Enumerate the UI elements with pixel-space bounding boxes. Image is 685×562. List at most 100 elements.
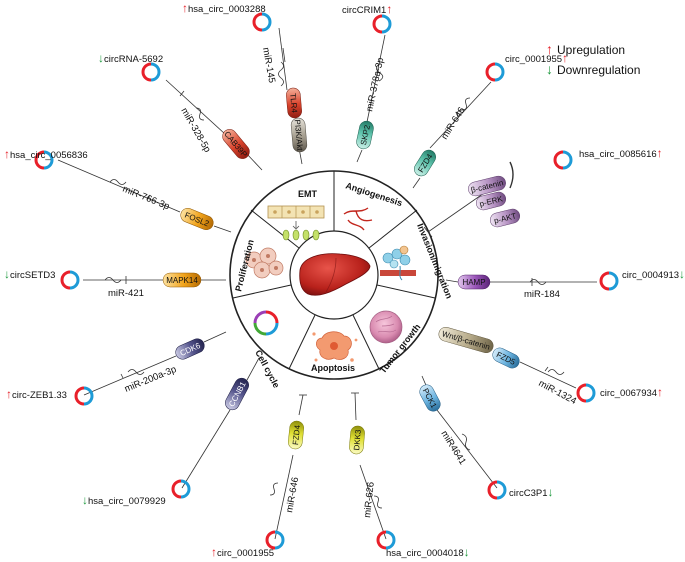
pill-pck1: PCK1: [419, 384, 441, 412]
liver-icon: [299, 253, 371, 296]
up-arrow-icon: ↑: [657, 146, 663, 160]
mirna-label: miR-421: [108, 288, 144, 299]
tumor-icon: [369, 310, 403, 344]
pill-cab39p: CAB39P: [222, 129, 250, 159]
circrna-label: ↑hsa_circ_0003288: [182, 1, 266, 15]
pill-mapk14: MAPK14: [162, 272, 202, 288]
circrna-ring-icon: [487, 480, 507, 500]
down-arrow-icon: ↓: [548, 485, 554, 499]
section-label-apoptosis: Apoptosis: [311, 363, 355, 373]
svg-text:TLR4: TLR4: [288, 93, 299, 114]
up-arrow-icon: ↑: [182, 1, 188, 15]
mirna-label: miR-184: [524, 289, 560, 300]
mirna-label: miR-766-3p: [121, 184, 171, 213]
circrna-labels: ↑hsa_circ_0003288 circCRIM1↑ circ_000195…: [4, 1, 685, 559]
svg-text:HAMP: HAMP: [462, 278, 485, 287]
pill-fosl2: FOSL2: [180, 208, 214, 230]
pill-wnt-beta-catenin: Wnt/β-catenin: [438, 326, 494, 354]
up-arrow-icon: ↑: [6, 387, 12, 401]
mirna-label: miR-200a-3p: [123, 364, 178, 395]
mirna-label: miR-626: [362, 481, 377, 518]
down-arrow-icon: ↓: [464, 545, 470, 559]
circrna-ring-icon: [576, 383, 596, 403]
circrna-label: circCRIM1↑: [342, 2, 392, 16]
pill-p-erk: p-ERK: [475, 191, 507, 211]
circrna-ring-icon: [265, 530, 285, 550]
legend: ↑Upregulation ↓Downregulation: [546, 41, 640, 77]
legend-downregulation: ↓Downregulation: [546, 61, 640, 77]
circrna-label: circ_0001955↑: [505, 51, 568, 65]
up-arrow-icon: ↑: [4, 147, 10, 161]
circrna-label: circ_0004913↓: [622, 267, 685, 281]
up-arrow-icon: ↑: [211, 545, 217, 559]
circrna-ring-icon: [74, 386, 94, 406]
pill-pi3k-akt: PI3K/Akt: [290, 117, 308, 153]
circrna-ring-icon: [60, 270, 80, 290]
svg-text:SKP2: SKP2: [359, 124, 372, 146]
emt-cells-icon: [267, 205, 325, 241]
legend-upregulation: ↑Upregulation: [546, 41, 625, 57]
circrna-ring-icon: [376, 530, 396, 550]
pill-fzd4-bottom: FZD4: [288, 420, 304, 450]
cell-cycle-icon: [253, 310, 279, 336]
up-arrow-icon: ↑: [546, 41, 553, 57]
mirna-label: miR-646: [439, 105, 467, 141]
circrna-ring-icon: [372, 14, 392, 34]
sector-dividers: [232, 171, 436, 370]
pill-p-akt: p-AKT: [489, 208, 521, 228]
pill-ccnb1: CCNB1: [225, 377, 249, 411]
circrna-ring-icon: [599, 271, 619, 291]
pill-skp2: SKP2: [356, 120, 374, 150]
down-arrow-icon: ↓: [4, 267, 10, 281]
svg-text:PI3K/Akt: PI3K/Akt: [293, 119, 305, 152]
pill-tlr4: TLR4: [286, 87, 302, 119]
pill-beta-catenin: β-catenin: [468, 175, 506, 197]
circrna-label: ↑circ_0001955: [211, 545, 274, 559]
up-arrow-icon: ↑: [386, 2, 392, 16]
down-arrow-icon: ↓: [546, 61, 553, 77]
circrna-label: circ_0067934↑: [600, 385, 663, 399]
circrna-ring-icon: [553, 150, 573, 170]
pill-fzd5: FZD5: [492, 347, 520, 369]
blood-vessel-icon: [343, 207, 373, 231]
circrna-label: ↓circRNA-5692: [98, 51, 163, 65]
circrna-ring-icon: [34, 150, 54, 170]
down-arrow-icon: ↓: [82, 493, 88, 507]
circrna-label: ↑hsa_circ_0056836: [4, 147, 88, 161]
apoptotic-cell-icon: [312, 331, 358, 362]
circrna-label: ↑circ-ZEB1.33: [6, 387, 67, 401]
circrna-label: hsa_circ_0085616↑: [579, 146, 663, 160]
circrna-ring-icon: [485, 62, 505, 82]
circrna-label: ↓hsa_circ_0079929: [82, 493, 166, 507]
invasion-cells-icon: [380, 245, 416, 281]
up-arrow-icon: ↑: [562, 51, 568, 65]
circrna-label: circC3P1↓: [509, 485, 554, 499]
connector-lines: [57, 27, 597, 540]
proliferation-cells-icon: [245, 247, 284, 279]
up-arrow-icon: ↑: [657, 385, 663, 399]
svg-text:DKK3: DKK3: [352, 429, 363, 451]
mirna-label: miR-646: [284, 476, 301, 513]
svg-text:MAPK14: MAPK14: [166, 276, 198, 285]
section-label-emt: EMT: [298, 189, 318, 199]
mirna-label: miR-378a-3p: [364, 57, 386, 113]
pill-fzd4-top: FZD4: [414, 149, 436, 177]
circrna-ring-icon: [171, 479, 191, 499]
mirna-label: miR-145: [260, 47, 277, 84]
down-arrow-icon: ↓: [679, 267, 685, 281]
pill-cdk6: CDK6: [175, 338, 205, 360]
down-arrow-icon: ↓: [98, 51, 104, 65]
circrna-ring-icon: [252, 12, 272, 32]
circrna-label: ↓circSETD3: [4, 267, 55, 281]
pill-hamp: HAMP: [457, 274, 491, 290]
central-wheel: EMT Angiogenesis Invasion/migration Tumo…: [229, 170, 454, 390]
circrna-rings: [34, 12, 619, 550]
pill-dkk3: DKK3: [349, 425, 365, 455]
svg-text:FZD4: FZD4: [291, 424, 302, 445]
mirna-label: miR-1324: [537, 378, 579, 407]
circrna-ring-icon: [141, 62, 161, 82]
mirna-label: miR-328-5p: [178, 106, 212, 154]
circrna-label: hsa_circ_0004018↓: [386, 545, 470, 559]
